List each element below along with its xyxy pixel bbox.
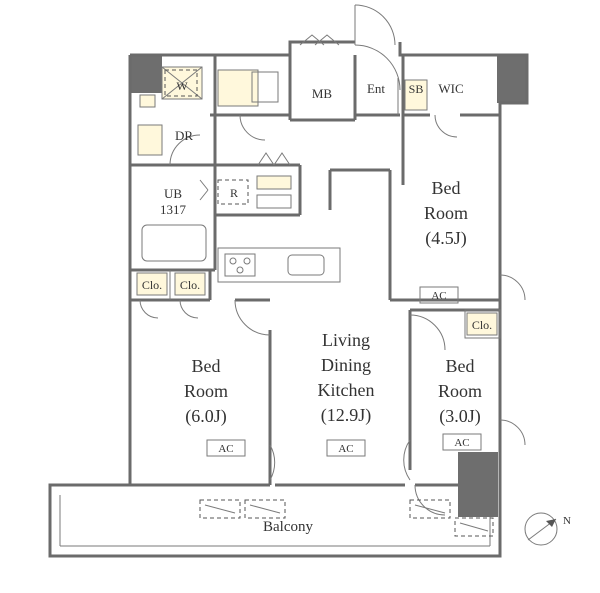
entrance-door bbox=[354, 44, 401, 91]
bed-c-size: (3.0J) bbox=[439, 406, 481, 427]
toilet bbox=[217, 69, 259, 107]
label-r: R bbox=[230, 186, 238, 200]
wic-door bbox=[434, 114, 458, 138]
outdoor-unit-2 bbox=[244, 499, 286, 519]
ac-box-bed-c bbox=[442, 433, 482, 451]
bed-c-balcony-door bbox=[414, 484, 446, 516]
dr-door bbox=[169, 134, 201, 166]
bed-b-size: (6.0J) bbox=[185, 406, 227, 427]
outer-wall-top-left bbox=[130, 40, 355, 57]
label-ent: Ent bbox=[367, 81, 385, 96]
closet-2-door bbox=[179, 299, 199, 319]
outer-wall-top-right bbox=[398, 42, 529, 517]
bed-b-label-2: Room bbox=[184, 381, 228, 401]
label-clo-2: Clo. bbox=[180, 278, 200, 292]
label-mb: MB bbox=[312, 86, 333, 101]
washbasin bbox=[137, 124, 163, 156]
kitchen-sink bbox=[287, 254, 325, 276]
bed-c-door bbox=[409, 314, 446, 351]
ldk-door bbox=[403, 439, 411, 481]
bed-a-label-2: Room bbox=[424, 203, 468, 223]
ldk-size: (12.9J) bbox=[321, 405, 372, 426]
pillar-top-left bbox=[130, 55, 162, 93]
ac-box-ldk bbox=[326, 439, 366, 457]
ac-label-bed-a: AC bbox=[431, 290, 446, 302]
bed-a-label-1: Bed bbox=[432, 178, 461, 198]
ldk-label-1: Living bbox=[322, 330, 370, 350]
bed-b-door bbox=[234, 299, 271, 336]
ac-label-bed-b: AC bbox=[218, 443, 233, 455]
closet-1-door bbox=[139, 299, 159, 319]
ac-label-bed-c: AC bbox=[454, 437, 469, 449]
bed-c-label-1: Bed bbox=[446, 356, 475, 376]
label-ub: UB bbox=[164, 186, 182, 201]
sb-box bbox=[404, 79, 428, 111]
closet-bed-c bbox=[464, 309, 501, 339]
ac-box-bed-b bbox=[206, 439, 246, 457]
bed-a-size: (4.5J) bbox=[425, 228, 467, 249]
bathtub bbox=[141, 224, 207, 262]
north-label: N bbox=[563, 515, 571, 527]
cooktop bbox=[224, 253, 256, 277]
toilet-door bbox=[239, 114, 266, 141]
pillar-top-right bbox=[497, 55, 527, 103]
ldk-label-3: Kitchen bbox=[318, 380, 375, 400]
label-ub-size: 1317 bbox=[160, 202, 187, 217]
compass-icon bbox=[524, 512, 558, 546]
label-sb: SB bbox=[409, 82, 424, 96]
label-wic: WIC bbox=[438, 81, 463, 96]
label-dr: DR bbox=[175, 128, 193, 143]
toilet-tank bbox=[251, 71, 279, 103]
ldk-label-2: Dining bbox=[321, 355, 371, 375]
bed-c-window-door bbox=[499, 419, 526, 446]
outer-wall-left bbox=[48, 55, 502, 558]
bed-a-window-door bbox=[499, 274, 526, 301]
closet-2-box bbox=[174, 272, 206, 296]
balcony-label: Balcony bbox=[263, 519, 313, 535]
label-w: W bbox=[176, 79, 188, 93]
ac-box-bed-a bbox=[419, 286, 459, 304]
pillar-bottom-right bbox=[458, 452, 498, 517]
closet-3-box bbox=[466, 312, 498, 336]
shoe-door bbox=[257, 152, 291, 166]
label-clo-3: Clo. bbox=[472, 318, 492, 332]
outdoor-unit-3 bbox=[409, 499, 451, 519]
closet-1-box bbox=[136, 272, 168, 296]
bed-b-label-1: Bed bbox=[192, 356, 221, 376]
kitchen-counter bbox=[217, 247, 341, 283]
shoe-shelf bbox=[256, 175, 292, 190]
refrigerator-space bbox=[217, 179, 249, 205]
bed-c-label-2: Room bbox=[438, 381, 482, 401]
outdoor-unit-1 bbox=[199, 499, 241, 519]
ac-label-ldk: AC bbox=[338, 443, 353, 455]
north-arrow-icon bbox=[546, 519, 556, 527]
bed-b-balcony bbox=[269, 444, 276, 481]
label-clo-1: Clo. bbox=[142, 278, 162, 292]
mb-door bbox=[299, 34, 340, 46]
